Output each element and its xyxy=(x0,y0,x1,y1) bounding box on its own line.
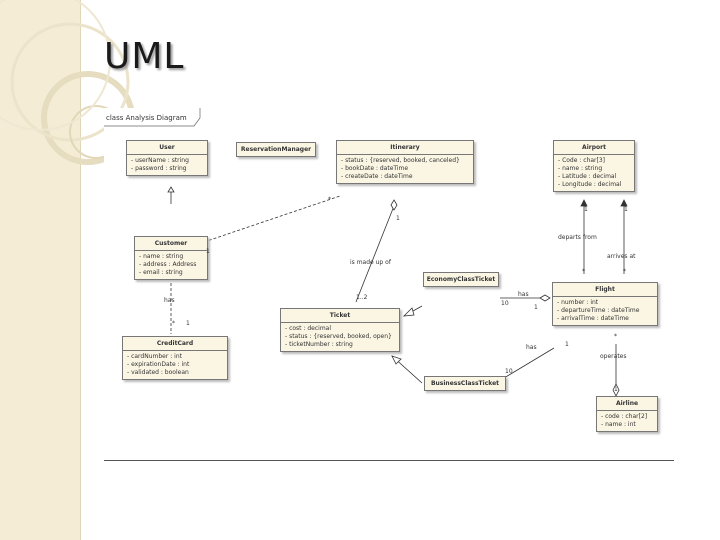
class-user: User - userName : string - password : st… xyxy=(126,140,208,176)
class-airport: Airport - Code : char[3] - name : string… xyxy=(553,140,635,192)
multiplicity-label: 10 xyxy=(505,368,513,375)
class-attributes: - Code : char[3] - name : string - Latit… xyxy=(554,154,634,191)
class-attributes: - userName : string - password : string xyxy=(127,154,207,175)
class-name: Customer xyxy=(154,240,188,247)
frame-tab xyxy=(104,108,201,127)
class-attribute: - departureTime : dateTime xyxy=(557,307,640,314)
econ-ticket-arrowhead xyxy=(402,307,415,317)
flight-aggregation-diamond xyxy=(539,294,551,302)
class-name: ReservationManager xyxy=(240,146,312,153)
diagram-bottom-rule xyxy=(104,460,674,461)
class-name: Airport xyxy=(582,144,606,151)
class-attribute: - status : {reserved, booked, open} xyxy=(285,333,392,340)
class-attributes: - status : {reserved, booked, canceled} … xyxy=(337,154,473,183)
class-attribute: - Code : char[3] xyxy=(558,157,606,164)
class-credit-card: CreditCard - cardNumber : int - expirati… xyxy=(122,336,228,380)
class-attribute: - createDate : dateTime xyxy=(341,173,413,180)
class-attribute: - Latitude : decimal xyxy=(558,173,617,180)
bus-flight-link xyxy=(503,347,555,379)
class-attribute: - email : string xyxy=(139,269,183,276)
sidebar-divider xyxy=(80,0,81,540)
multiplicity-label: * xyxy=(623,268,626,275)
class-airline: Airline - code : char[2] - name : int xyxy=(596,396,658,432)
class-attributes: - number : int - departureTime : dateTim… xyxy=(553,296,657,325)
multiplicity-label: 10 xyxy=(501,300,509,307)
class-name: Ticket xyxy=(329,312,351,319)
multiplicity-label: * xyxy=(614,333,617,340)
composition-diamond xyxy=(390,199,398,211)
class-flight: Flight - number : int - departureTime : … xyxy=(552,282,658,326)
class-attribute: - expirationDate : int xyxy=(127,361,190,368)
class-customer: Customer - name : string - address : Add… xyxy=(134,236,208,280)
class-itinerary: Itinerary - status : {reserved, booked, … xyxy=(336,140,474,184)
class-attribute: - password : string xyxy=(131,165,187,172)
class-economy-class-ticket: EconomyClassTicket xyxy=(423,272,499,287)
class-attribute: - name : int xyxy=(601,421,636,428)
multiplicity-label: 1 xyxy=(614,386,618,393)
class-attribute: - code : char[2] xyxy=(601,413,648,420)
class-attribute: - arrivalTime : dateTime xyxy=(557,315,629,322)
operates-diamond xyxy=(612,383,620,397)
class-attribute: - userName : string xyxy=(131,157,189,164)
association-label: has xyxy=(526,344,537,351)
class-name: Flight xyxy=(595,286,615,293)
class-attribute: - validated : boolean xyxy=(127,369,189,376)
class-attribute: - status : {reserved, booked, canceled} xyxy=(341,157,460,164)
multiplicity-label: * xyxy=(582,268,585,275)
class-attribute: - Longitude : decimal xyxy=(558,181,622,188)
class-business-class-ticket: BusinessClassTicket xyxy=(424,376,506,391)
class-name: CreditCard xyxy=(156,340,194,347)
multiplicity-label: 1 xyxy=(206,248,210,255)
multiplicity-label: * xyxy=(172,320,175,327)
itinerary-ticket-composition xyxy=(355,205,395,303)
association-label: departs from xyxy=(558,234,597,241)
multiplicity-label: 1 xyxy=(584,206,588,213)
class-attribute: - cost : decimal xyxy=(285,325,332,332)
diagram-frame-label: class Analysis Diagram xyxy=(106,114,187,122)
class-attribute: - name : string xyxy=(139,253,184,260)
class-attribute: - bookDate : dateTime xyxy=(341,165,409,172)
class-name: User xyxy=(159,144,175,151)
class-name: EconomyClassTicket xyxy=(426,276,496,283)
slide-title: UML xyxy=(104,36,185,77)
multiplicity-label: 1 xyxy=(396,215,400,222)
multiplicity-label: * xyxy=(328,196,331,203)
multiplicity-label: 1 xyxy=(534,304,538,311)
class-attributes: - cost : decimal - status : {reserved, b… xyxy=(281,322,399,351)
class-ticket: Ticket - cost : decimal - status : {rese… xyxy=(280,308,400,352)
class-attributes: - cardNumber : int - expirationDate : in… xyxy=(123,350,227,379)
class-attribute: - number : int xyxy=(557,299,599,306)
multiplicity-label: 1 xyxy=(186,320,190,327)
departs-arrowhead xyxy=(580,199,588,207)
association-label: operates xyxy=(600,353,627,360)
association-label: arrives at xyxy=(607,253,636,260)
multiplicity-label: 1 xyxy=(624,206,628,213)
class-attributes: - name : string - address : Address - em… xyxy=(135,250,207,279)
slide-sidebar xyxy=(0,0,80,540)
class-name: Itinerary xyxy=(390,144,420,151)
association-label: is made up of xyxy=(350,259,391,266)
customer-itinerary-link xyxy=(203,195,341,243)
class-reservation-manager: ReservationManager xyxy=(236,142,316,157)
class-attribute: - name : string xyxy=(558,165,603,172)
association-label: has xyxy=(164,297,175,304)
generalization-arrowhead xyxy=(167,186,175,193)
class-name: Airline xyxy=(615,400,639,407)
bus-ticket-arrowhead xyxy=(391,355,402,365)
class-attributes: - code : char[2] - name : int xyxy=(597,410,657,431)
arrives-arrowhead xyxy=(620,199,628,207)
class-attribute: - ticketNumber : string xyxy=(285,341,353,348)
class-attribute: - cardNumber : int xyxy=(127,353,182,360)
multiplicity-label: 1 xyxy=(565,341,569,348)
association-label: has xyxy=(518,291,529,298)
class-attribute: - address : Address xyxy=(139,261,197,268)
class-name: BusinessClassTicket xyxy=(430,380,500,387)
multiplicity-label: 1..2 xyxy=(356,294,368,301)
